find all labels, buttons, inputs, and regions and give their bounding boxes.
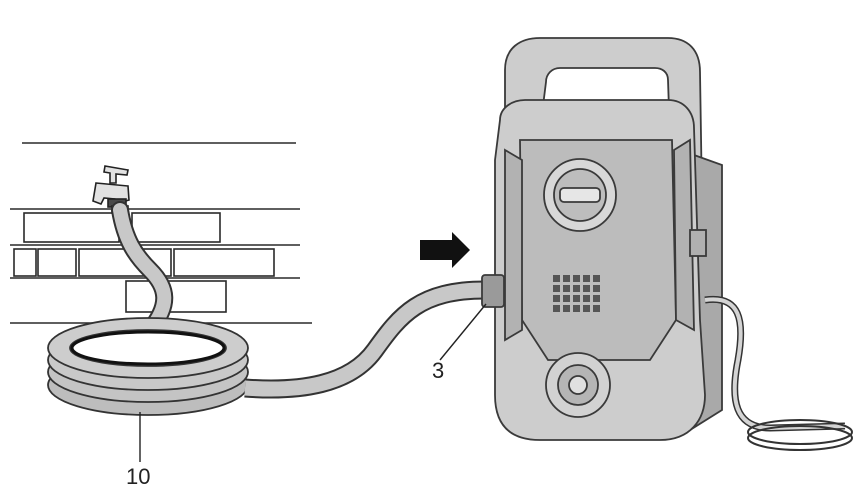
high-pressure-hose: [704, 295, 853, 451]
right-arrow-icon: [420, 232, 470, 268]
coiled-hose: [47, 317, 249, 416]
pressure-washer: [481, 37, 723, 441]
callout-hose: 10: [126, 464, 150, 489]
callout-inlet: 3: [432, 358, 444, 383]
hose-from-tap: [111, 201, 174, 339]
water-inlet: [481, 274, 505, 308]
vent-grille: [553, 275, 600, 312]
hose-to-washer: [244, 280, 486, 399]
inlet-leader-line: [439, 303, 487, 361]
